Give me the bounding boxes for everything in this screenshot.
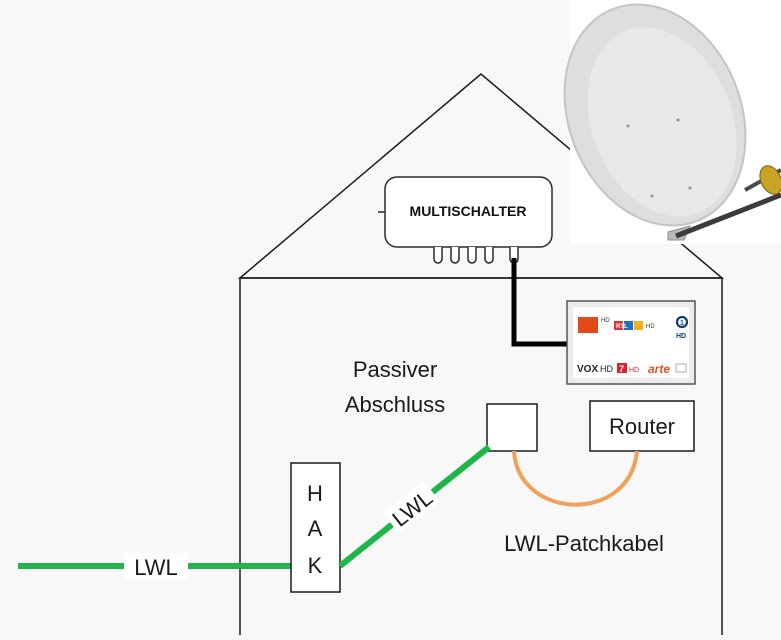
logo-rtl-text: RTL [616, 324, 628, 330]
port [484, 247, 494, 264]
router-label: Router [609, 414, 675, 439]
dish-bolt [650, 194, 654, 198]
logo-rtl-hd: HD [646, 324, 655, 330]
coax-cable [511, 258, 570, 347]
logo-kabel-eins-hd: HD [601, 318, 610, 324]
logo-vox: VOX [577, 364, 598, 375]
lnb-arm [675, 192, 781, 239]
router-box [589, 400, 695, 452]
logo-pro7-hd: HD [629, 367, 639, 374]
hak-box: H A K [290, 462, 341, 593]
logo-vox-hd: HD [600, 364, 613, 374]
patch-cable-label: LWL-Patchkabel [504, 531, 664, 556]
satellite-dish [563, 0, 781, 244]
port [467, 247, 477, 264]
multischalter: MULTISCHALTER [378, 176, 553, 264]
logo-das-erste-1: 1 [680, 320, 684, 327]
logo-arte: arte [648, 362, 670, 376]
logo-rtl-block2 [624, 321, 633, 330]
hak-letter-a: A [308, 516, 323, 541]
logo-kabel-eins [578, 317, 598, 333]
passive-termination-label-line2: Abschluss [345, 392, 445, 417]
logo-arte-hd-box [675, 363, 687, 373]
multischalter-label: MULTISCHALTER [410, 203, 527, 219]
hak-letter-k: K [308, 553, 323, 578]
fiber-label-outside-bg [124, 553, 188, 580]
logo-pro7 [617, 363, 627, 373]
hak-letter-h: H [307, 481, 323, 506]
dish-bolt [688, 186, 692, 190]
port [433, 247, 443, 264]
logo-das-erste [675, 315, 689, 329]
logo-pro7-7: 7 [619, 364, 624, 374]
logo-das-erste-hd: HD [676, 333, 686, 340]
house-walls [239, 277, 723, 635]
hak-rect [290, 462, 341, 593]
dish-bolt [676, 118, 680, 122]
logo-rtl-block1 [614, 321, 623, 330]
router: Router [589, 400, 695, 452]
fiber-label-outside: LWL [134, 555, 178, 580]
tv-box: HD RTL HD 1 HD VOX HD 7 HD arte [566, 300, 696, 385]
passive-termination-label-line1: Passiver [353, 357, 437, 382]
port [450, 247, 460, 264]
fiber-label-inside-bg [382, 480, 440, 534]
dish-bolt [626, 124, 630, 128]
lnb-head [759, 165, 781, 195]
passive-termination-box [486, 403, 538, 452]
lwl-patch-cable [512, 450, 639, 507]
logo-rtl-block3 [634, 321, 643, 330]
multischalter-ports [433, 247, 519, 264]
dish-reflector-shade [587, 27, 737, 217]
